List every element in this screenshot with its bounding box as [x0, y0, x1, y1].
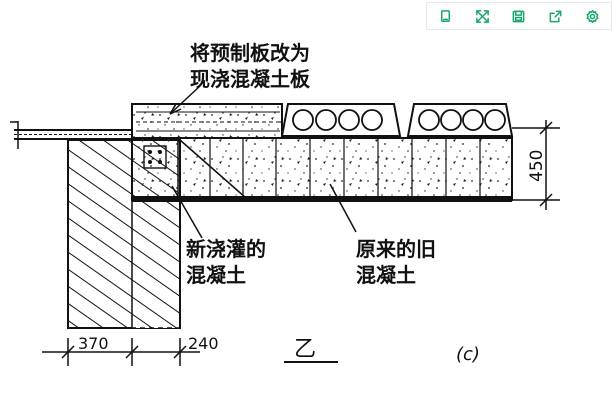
- section-mark: 乙: [284, 337, 338, 363]
- brick-wall: [67, 139, 181, 329]
- hollow-core-slab-2: [406, 103, 514, 137]
- label-old-concrete-line1: 原来的旧: [356, 237, 436, 261]
- expand-icon: [475, 9, 489, 23]
- save-button[interactable]: [501, 3, 538, 29]
- copy-icon: [440, 9, 450, 22]
- new-cast-slab: [131, 103, 283, 139]
- dimension-height-label: 450: [527, 150, 547, 182]
- leader-lines: [169, 85, 357, 239]
- label-precast-to-cast-line1: 将预制板改为: [190, 41, 310, 65]
- copy-button[interactable]: [427, 3, 464, 29]
- gear-icon: [586, 9, 599, 23]
- save-icon: [513, 10, 525, 22]
- settings-button[interactable]: [574, 3, 611, 29]
- label-precast-to-cast-line2: 现浇混凝土板: [190, 67, 311, 91]
- image-toolbar: [426, 2, 612, 30]
- concrete-beam: [131, 127, 560, 202]
- dimension-240-label: 240: [188, 334, 219, 353]
- dimension-370-label: 370: [78, 334, 109, 353]
- label-old-concrete-line2: 混凝土: [356, 263, 416, 287]
- height-dimension: 450: [527, 120, 553, 210]
- share-button[interactable]: [537, 3, 574, 29]
- label-new-concrete-line2: 混凝土: [186, 263, 246, 287]
- figure-tag: (c): [456, 344, 480, 365]
- fullscreen-button[interactable]: [464, 3, 501, 29]
- wall-dimension: 370 240: [42, 334, 219, 366]
- section-mark-label: 乙: [294, 337, 316, 362]
- hollow-core-slab-1: [280, 103, 402, 137]
- share-icon: [549, 10, 562, 22]
- label-new-concrete-line1: 新浇灌的: [186, 237, 266, 261]
